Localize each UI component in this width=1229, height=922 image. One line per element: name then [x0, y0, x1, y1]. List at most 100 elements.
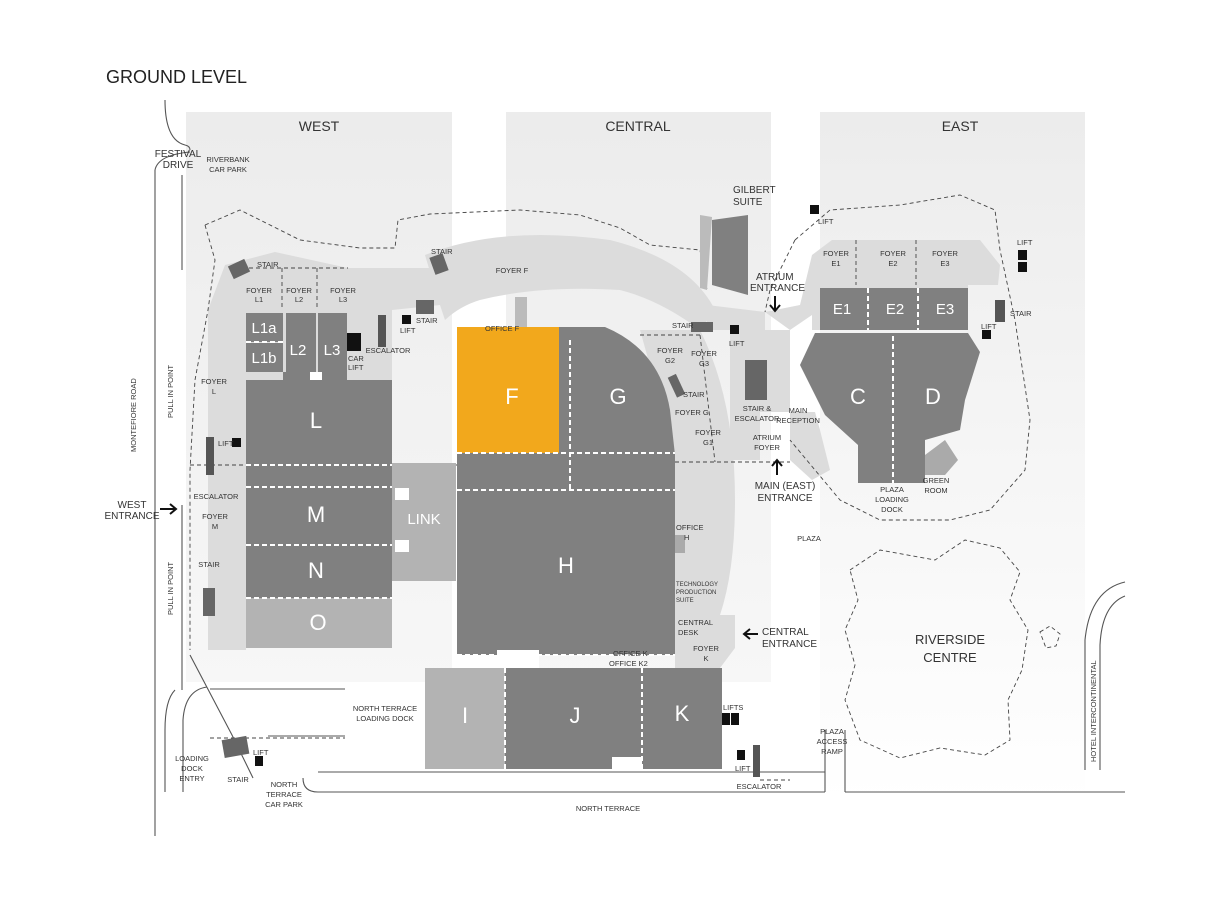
lift-icon [731, 713, 739, 725]
atrium-entrance-arrow-icon [769, 296, 781, 313]
room-l-shape[interactable] [246, 372, 392, 465]
montefiore-road-label: MONTEFIORE ROAD [129, 378, 138, 452]
lift-label: LIFT [1017, 238, 1033, 247]
escalator-icon [378, 315, 386, 347]
zone-east-label: EAST [942, 118, 979, 134]
page-title: GROUND LEVEL [106, 67, 247, 87]
lift-icon [722, 713, 730, 725]
stair-icon [227, 258, 251, 280]
stair-label: STAIR [672, 321, 694, 330]
lift-label: LIFT [735, 764, 751, 773]
office-k2-label: OFFICE K2 [609, 659, 648, 668]
room-f-shape-highlighted[interactable] [457, 327, 559, 453]
room-cd-shape[interactable] [800, 333, 980, 483]
room-l1a-shape[interactable] [246, 313, 283, 342]
room-l1b-label: L1b [251, 350, 276, 367]
room-e1-label: E1 [833, 301, 851, 318]
escalator-label: ESCALATOR [194, 492, 239, 501]
escalator-label: ESCALATOR [737, 782, 782, 791]
gilbert-suite-shape[interactable] [712, 215, 748, 295]
room-n-shape[interactable] [246, 545, 392, 598]
room-h-label: H [558, 553, 574, 578]
office-f-label: OFFICE F [485, 324, 520, 333]
stair-label: STAIR [227, 775, 249, 784]
stair-label: STAIR [416, 316, 438, 325]
stair-icon [221, 735, 250, 758]
room-link-shape[interactable] [392, 463, 456, 581]
room-e2-label: E2 [886, 301, 904, 318]
room-c-label: C [850, 384, 866, 409]
east-rooms [800, 288, 980, 483]
stair-escalator-label: STAIR &ESCALATOR [735, 404, 780, 423]
lift-label: LIFT [253, 748, 269, 757]
lift-icon [982, 330, 991, 339]
lift-icon [730, 325, 739, 334]
vertical-transport [203, 205, 1027, 777]
stair-label: STAIR [431, 247, 453, 256]
west-entrance-arrow-icon [160, 503, 178, 515]
main-east-entrance-label: MAIN (EAST)ENTRANCE [755, 481, 816, 504]
hotel-intercontinental-label: HOTEL INTERCONTINENTAL [1089, 660, 1098, 762]
lift-icon [737, 750, 745, 760]
room-l3-shape[interactable] [318, 313, 347, 372]
stair-label: STAIR [257, 260, 279, 269]
room-l3-label: L3 [324, 342, 341, 359]
room-o-shape[interactable] [246, 598, 392, 648]
roads [154, 99, 1126, 836]
west-rooms [246, 313, 456, 648]
escalator-label: ESCALATOR [366, 346, 411, 355]
room-i-shape[interactable] [425, 668, 505, 769]
room-l-label: L [310, 408, 322, 433]
lift-label: LIFT [729, 339, 745, 348]
lift-label: LIFT [981, 322, 997, 331]
room-j-shape[interactable] [505, 668, 642, 769]
north-terrace-label: NORTH TERRACE [576, 804, 640, 813]
room-f-label: F [505, 384, 518, 409]
room-h-shape[interactable] [457, 453, 675, 655]
central-rooms [425, 215, 748, 769]
plaza-label: PLAZA [797, 534, 821, 543]
room-l2-shape[interactable] [286, 313, 316, 372]
stair-icon [416, 300, 434, 314]
zone-west-label: WEST [299, 118, 340, 134]
room-k-shape[interactable] [642, 668, 722, 769]
room-g-shape[interactable] [559, 327, 675, 455]
room-l1b-shape[interactable] [246, 343, 283, 372]
stair-label: STAIR [198, 560, 220, 569]
lift-label: LIFT [400, 326, 416, 335]
room-o-label: O [309, 610, 326, 635]
room-k-label: K [675, 701, 690, 726]
escalator-icon [753, 745, 760, 777]
room-m-shape[interactable] [246, 465, 392, 545]
stair-icon [691, 322, 713, 332]
stair-label: STAIR [683, 390, 705, 399]
room-e-group-shape[interactable] [820, 288, 968, 330]
car-lift-marker [347, 333, 361, 351]
lifts-label: LIFTS [723, 703, 743, 712]
stair-icon [995, 300, 1005, 322]
